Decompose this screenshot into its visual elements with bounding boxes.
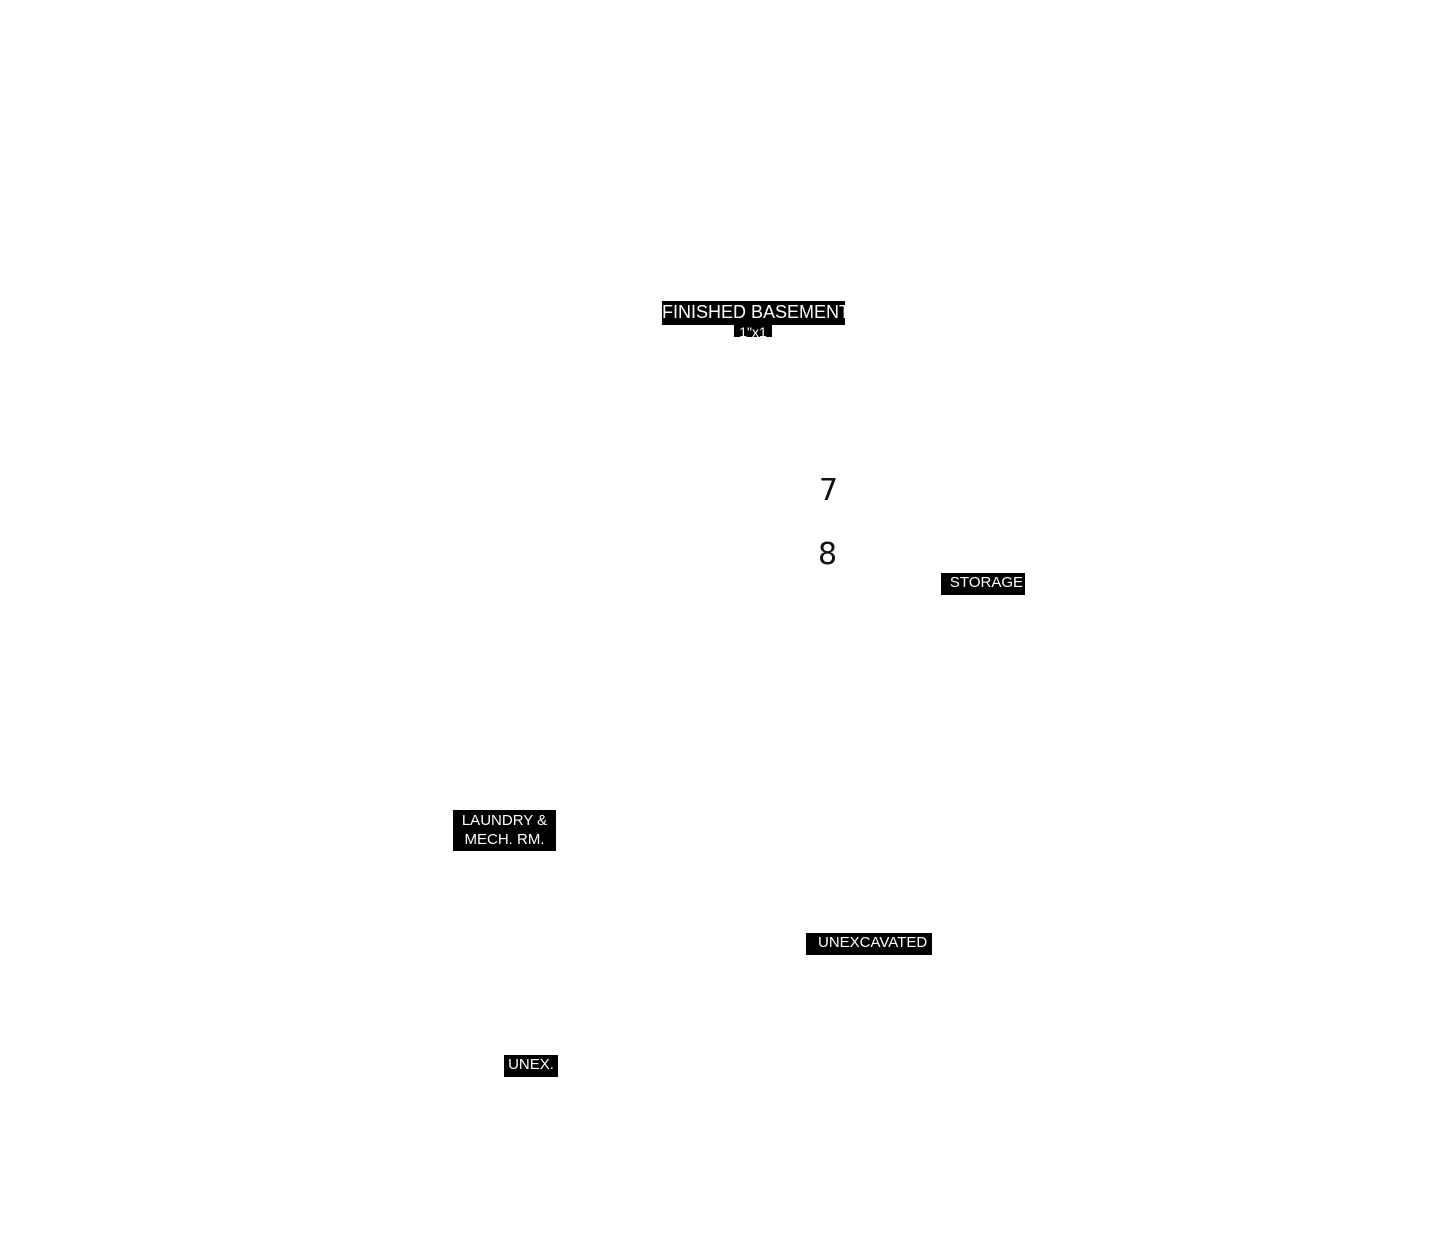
laundry-label-line-1: LAUNDRY & [461, 812, 548, 829]
unexcavated-label: UNEXCAVATED [806, 933, 932, 955]
marker-8: 8 [818, 537, 838, 572]
laundry-label-line-2: MECH. RM. [464, 831, 545, 848]
unex-label: UNEX. [504, 1055, 558, 1077]
laundry-mech-room-label: LAUNDRY & MECH. RM. [453, 810, 556, 851]
storage-label: STORAGE [941, 573, 1025, 595]
finished-basement-label: FINISHED BASEMENT [662, 301, 850, 325]
marker-7: 7 [819, 473, 839, 508]
finished-basement-dimension: 1"x1 [734, 325, 772, 337]
